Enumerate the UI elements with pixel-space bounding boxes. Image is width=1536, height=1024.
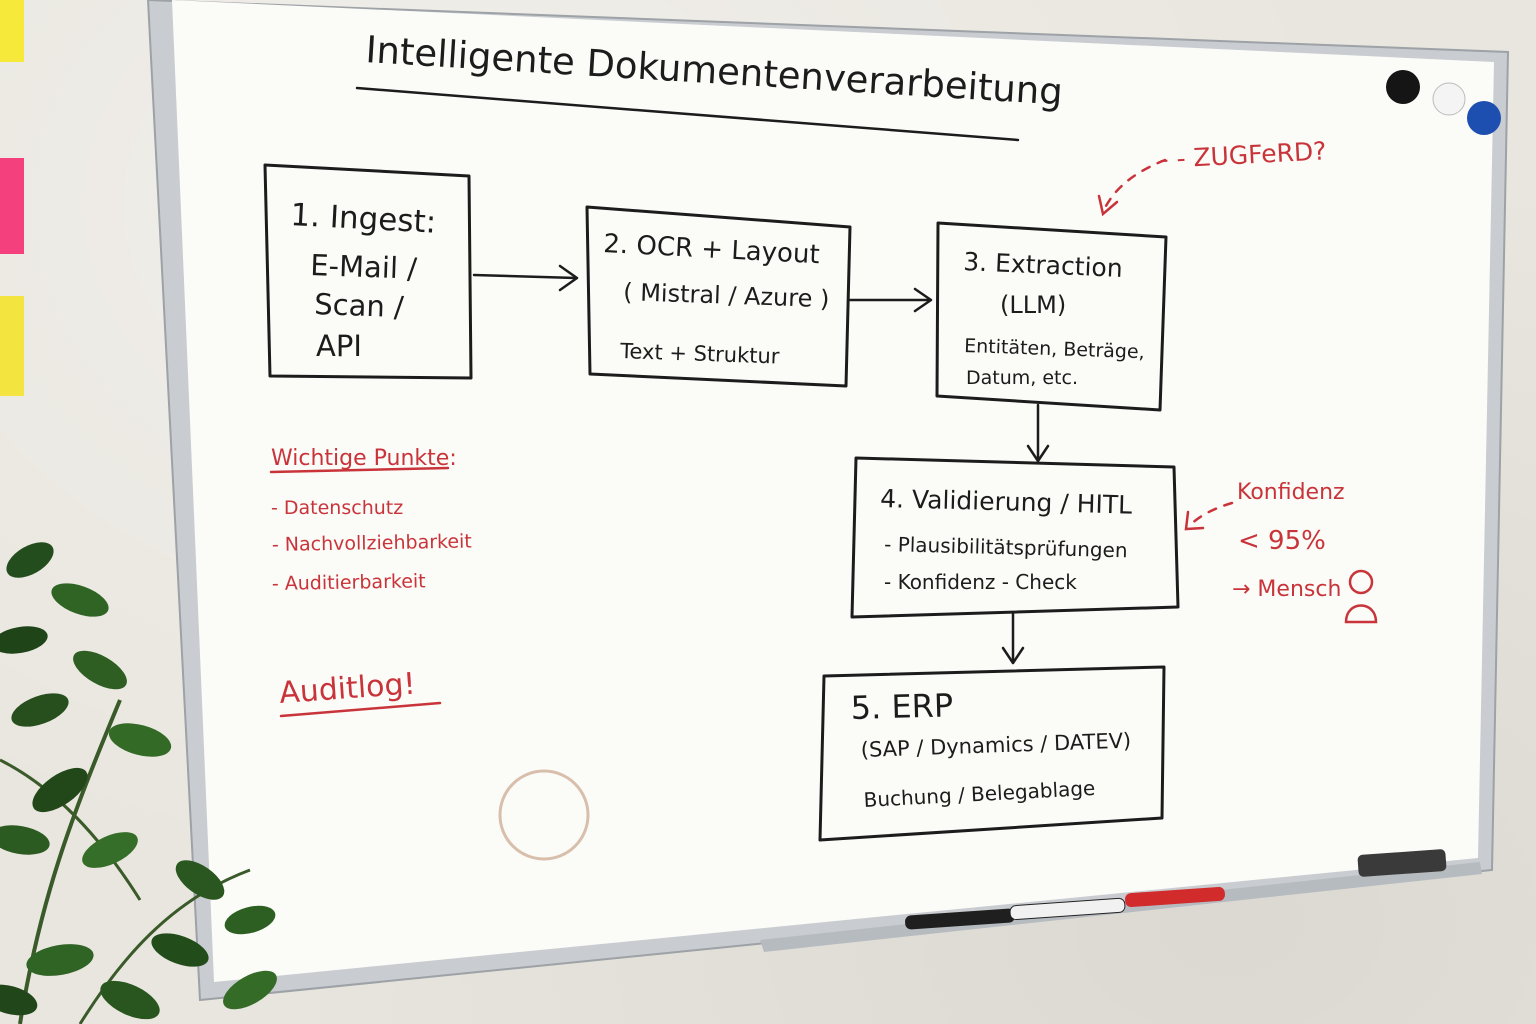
sticky-note-yellow-lower bbox=[0, 296, 24, 396]
sticky-note-yellow bbox=[0, 0, 24, 62]
sticky-note-pink bbox=[0, 158, 24, 254]
